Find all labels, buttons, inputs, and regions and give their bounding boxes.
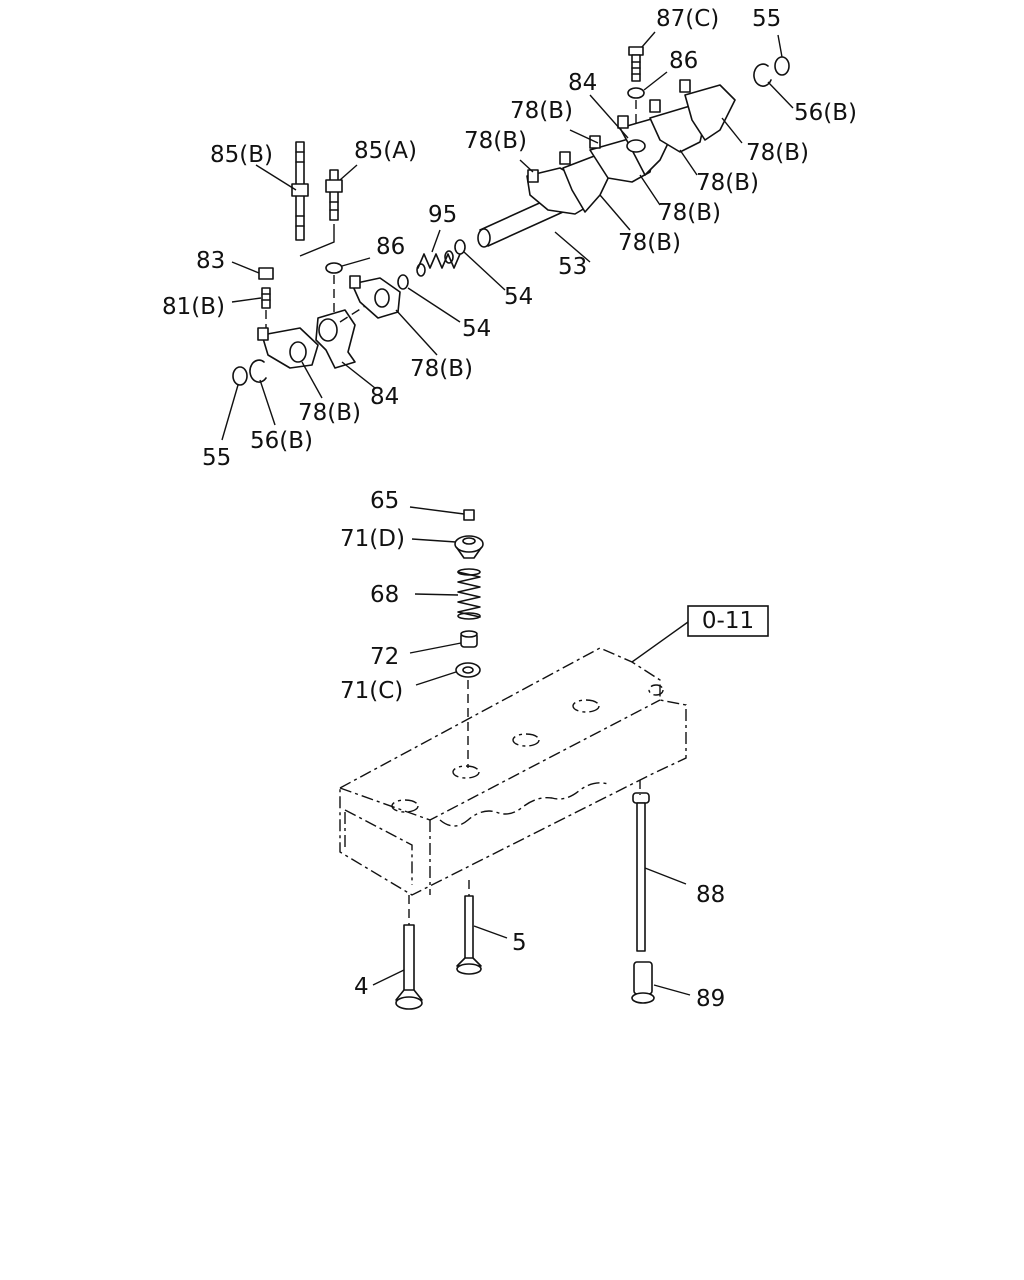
plug-55-top <box>774 56 790 76</box>
callout-56b-bottom: 56(B) <box>250 428 313 454</box>
reference-box-label: 0-11 <box>702 608 754 634</box>
valve-keeper-65 <box>463 509 475 521</box>
snap-ring-56b-bottom <box>249 359 267 383</box>
spring-95 <box>416 250 461 277</box>
callout-78b-1: 78(B) <box>510 98 573 124</box>
valve-stem-seal-72 <box>460 630 478 648</box>
callout-86-top: 86 <box>669 48 698 74</box>
callout-85a: 85(A) <box>354 138 417 164</box>
callout-86-mid: 86 <box>376 234 405 260</box>
callout-95: 95 <box>428 202 457 228</box>
washer-86-mid <box>325 262 343 274</box>
callout-78b-3: 78(B) <box>746 140 809 166</box>
tappet-89 <box>631 961 655 1004</box>
callout-55-bottom: 55 <box>202 445 231 471</box>
callout-87c: 87(C) <box>656 6 719 32</box>
rocker-bracket-84 <box>315 309 356 369</box>
plug-55-bottom <box>232 366 248 386</box>
rocker-shaft-53 <box>477 195 564 248</box>
callout-85b: 85(B) <box>210 142 273 168</box>
exhaust-valve-4 <box>395 924 423 1010</box>
stud-85a <box>325 169 343 221</box>
callout-88: 88 <box>696 882 725 908</box>
washer-54-a <box>454 239 466 255</box>
callout-89: 89 <box>696 986 725 1012</box>
spring-seat-71c <box>455 662 481 678</box>
rocker-arm-78b-lower-right <box>349 275 401 319</box>
callout-56b-top: 56(B) <box>794 100 857 126</box>
callout-4: 4 <box>354 974 369 1000</box>
callout-78b-2: 78(B) <box>464 128 527 154</box>
callout-68: 68 <box>370 582 399 608</box>
callout-72: 72 <box>370 644 399 670</box>
leader-lines <box>221 31 794 996</box>
callout-5: 5 <box>512 930 527 956</box>
callout-78b-7: 78(B) <box>410 356 473 382</box>
callout-54-b: 54 <box>462 316 491 342</box>
push-rod-88 <box>632 792 650 952</box>
callout-84-bottom: 84 <box>370 384 399 410</box>
cylinder-head-outline <box>339 647 687 896</box>
washer-54-b <box>397 274 409 290</box>
intake-valve-5 <box>456 895 482 975</box>
callout-78b-4: 78(B) <box>696 170 759 196</box>
callout-54-a: 54 <box>504 284 533 310</box>
callout-78b-6: 78(B) <box>618 230 681 256</box>
callout-71c: 71(C) <box>340 678 403 704</box>
washer-86-top <box>627 87 645 99</box>
stud-85b <box>291 141 309 241</box>
callout-83: 83 <box>196 248 225 274</box>
callout-55-top: 55 <box>752 6 781 32</box>
callout-84-top: 84 <box>568 70 597 96</box>
callout-78b-5: 78(B) <box>658 200 721 226</box>
spring-retainer-71d <box>454 535 484 559</box>
callout-78b-8: 78(B) <box>298 400 361 426</box>
callout-65: 65 <box>370 488 399 514</box>
bolt-87c <box>628 46 644 82</box>
callout-81b: 81(B) <box>162 294 225 320</box>
rocker-arm-group-upper <box>526 79 736 215</box>
callout-53: 53 <box>558 254 587 280</box>
callout-71d: 71(D) <box>340 526 405 552</box>
adjusting-screw-81b <box>261 287 271 309</box>
valve-spring-68 <box>457 568 481 620</box>
rocker-arm-78b-lower-left <box>257 327 319 369</box>
snap-ring-56b-top <box>753 63 772 87</box>
nut-83 <box>258 267 274 280</box>
reference-box: 0-11 <box>631 605 769 663</box>
